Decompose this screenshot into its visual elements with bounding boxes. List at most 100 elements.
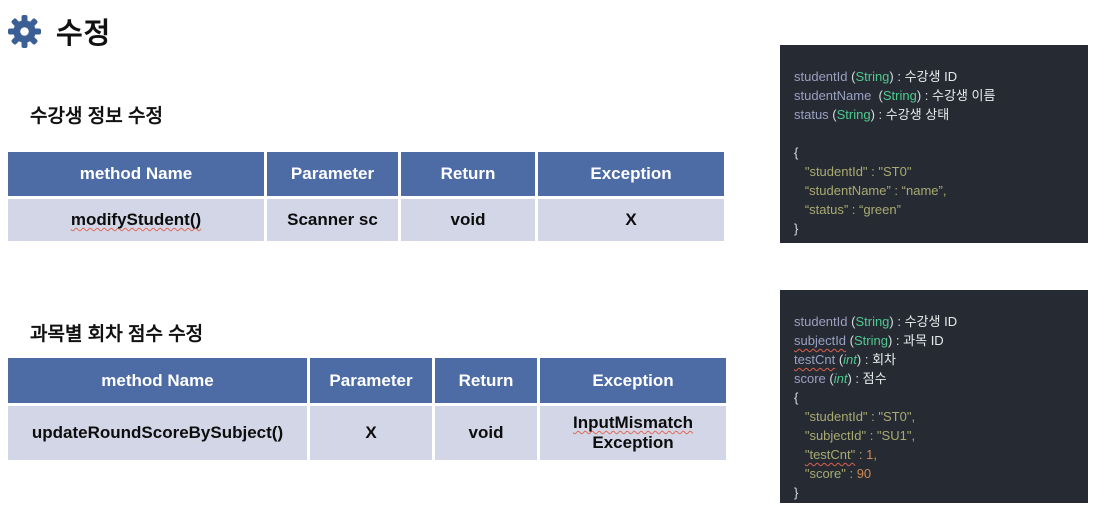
section-heading-student-info: 수강생 정보 수정 [30,106,163,127]
score-update-table: method Name Parameter Return Exception u… [8,358,726,460]
code-segment: "score" : [794,466,857,481]
code-segment: studentId [794,69,852,84]
code-line: "score" : 90 [794,464,1080,483]
code-segment: studentId [794,314,852,329]
code-segment: : [855,447,867,462]
code-line: { [794,143,1080,162]
code-segment: String [855,69,890,84]
code-segment: “status” : “green” [794,202,901,217]
code-segment: int [833,371,848,386]
code-segment: ( [838,352,844,367]
code-line: "subjectId" : "SU1", [794,426,1080,445]
code-segment: 회차 [872,352,896,367]
code-segment: } [794,485,799,500]
code-segment: String [854,333,888,348]
code-line: studentId (String) : 수강생 ID [794,312,1080,331]
table1-header-exception: Exception [538,152,724,196]
code-line: “status” : “green” [794,200,1080,219]
code-segment: "studentId" : "ST0", [794,409,916,424]
code-line: score (int) : 점수 [794,369,1080,388]
code-segment: { [794,145,799,160]
code-line: "testCnt" : 1, [794,445,1080,464]
code-line: "studentId" : "ST0", [794,407,1080,426]
table1-cell-return: void [401,199,535,241]
code-segment: String [836,107,871,122]
student-info-table: method Name Parameter Return Exception m… [8,152,724,241]
code-segment: ) : [916,88,933,103]
code-segment: ) : [887,333,904,348]
code-segment: ) : [889,69,905,84]
code-segment [794,447,805,462]
code-segment: Scanner sc [287,209,378,229]
table2-cell-parameter: X [310,406,432,460]
code-line: studentId (String) : 수강생 ID [794,67,1080,86]
code-segment: “studentName” : “name”, [794,183,947,198]
code-line: } [794,483,1080,502]
code-segment: 수강생 ID [904,69,958,84]
code-segment: 수강생 이름 [932,88,996,103]
table1-cell-exception: X [538,199,724,241]
code-segment: 수강생 상태 [885,107,950,122]
code-segment: Exception [592,433,674,452]
code-line: studentName (String) : 수강생 이름 [794,86,1080,105]
table1-header-parameter: Parameter [267,152,398,196]
code-segment: String [855,314,890,329]
code-segment: String [882,88,917,103]
title-row: 수정 [8,10,111,52]
code-segment: score [794,371,830,386]
code-segment: X [625,209,637,229]
table1-header-method-name: method Name [8,152,264,196]
code-line [794,124,1080,143]
page-title: 수정 [56,18,112,50]
code-segment: ( [849,333,855,348]
code-segment: "testCnt" [804,447,856,462]
code-segment: testCnt [794,352,836,367]
code-segment: InputMismatch [573,412,693,432]
code-segment: 수강생 ID [904,314,958,329]
code-segment: subjectId [794,333,847,348]
code-segment: void [468,422,504,442]
table2-header-parameter: Parameter [310,358,432,403]
code-segment: 90 [856,466,872,481]
code-segment: int [843,352,857,367]
code-segment: ( [832,107,837,122]
code-segment: ( [829,371,834,386]
table1-header-return: Return [401,152,535,196]
code-line: status (String) : 수강생 상태 [794,105,1080,124]
code-segment: updateRoundScoreBySubject() [31,422,284,442]
code-line: “studentName” : “name”, [794,181,1080,200]
code-segment: ) : [889,314,905,329]
code-segment: 점수 [862,371,887,386]
code-segment: X [365,422,377,442]
code-segment: , [873,447,877,462]
code-line: } [794,219,1080,238]
code-segment: "subjectId" : "SU1", [794,428,916,443]
code-segment: ( [878,88,883,103]
code-segment: 1 [866,447,874,462]
table2-cell-return: void [435,406,537,460]
code-segment: { [794,390,799,405]
table2-header-return: Return [435,358,537,403]
table2-header-exception: Exception [540,358,726,403]
code-segment: ) : [870,107,886,122]
code-segment: ( [851,314,856,329]
table2-header-method-name: method Name [8,358,307,403]
code-segment: status [794,107,833,122]
code-segment: modifyStudent() [70,209,202,229]
gear-icon [8,14,41,48]
code-segment: ( [851,69,856,84]
code-line: subjectId (String) : 과목 ID [794,331,1080,350]
code-segment: ) : [856,352,873,367]
table1-cell-method-name: modifyStudent() [8,199,264,241]
code-line: "studentId" : "ST0" [794,162,1080,181]
table2-cell-method-name: updateRoundScoreBySubject() [8,406,307,460]
code-segment: ) : [847,371,863,386]
code-segment: void [450,209,486,229]
code-segment: "studentId" : "ST0" [794,164,912,179]
code-segment: studentName [794,88,879,103]
section-heading-score-update: 과목별 회차 점수 수정 [30,324,204,345]
table1-cell-parameter: Scanner sc [267,199,398,241]
